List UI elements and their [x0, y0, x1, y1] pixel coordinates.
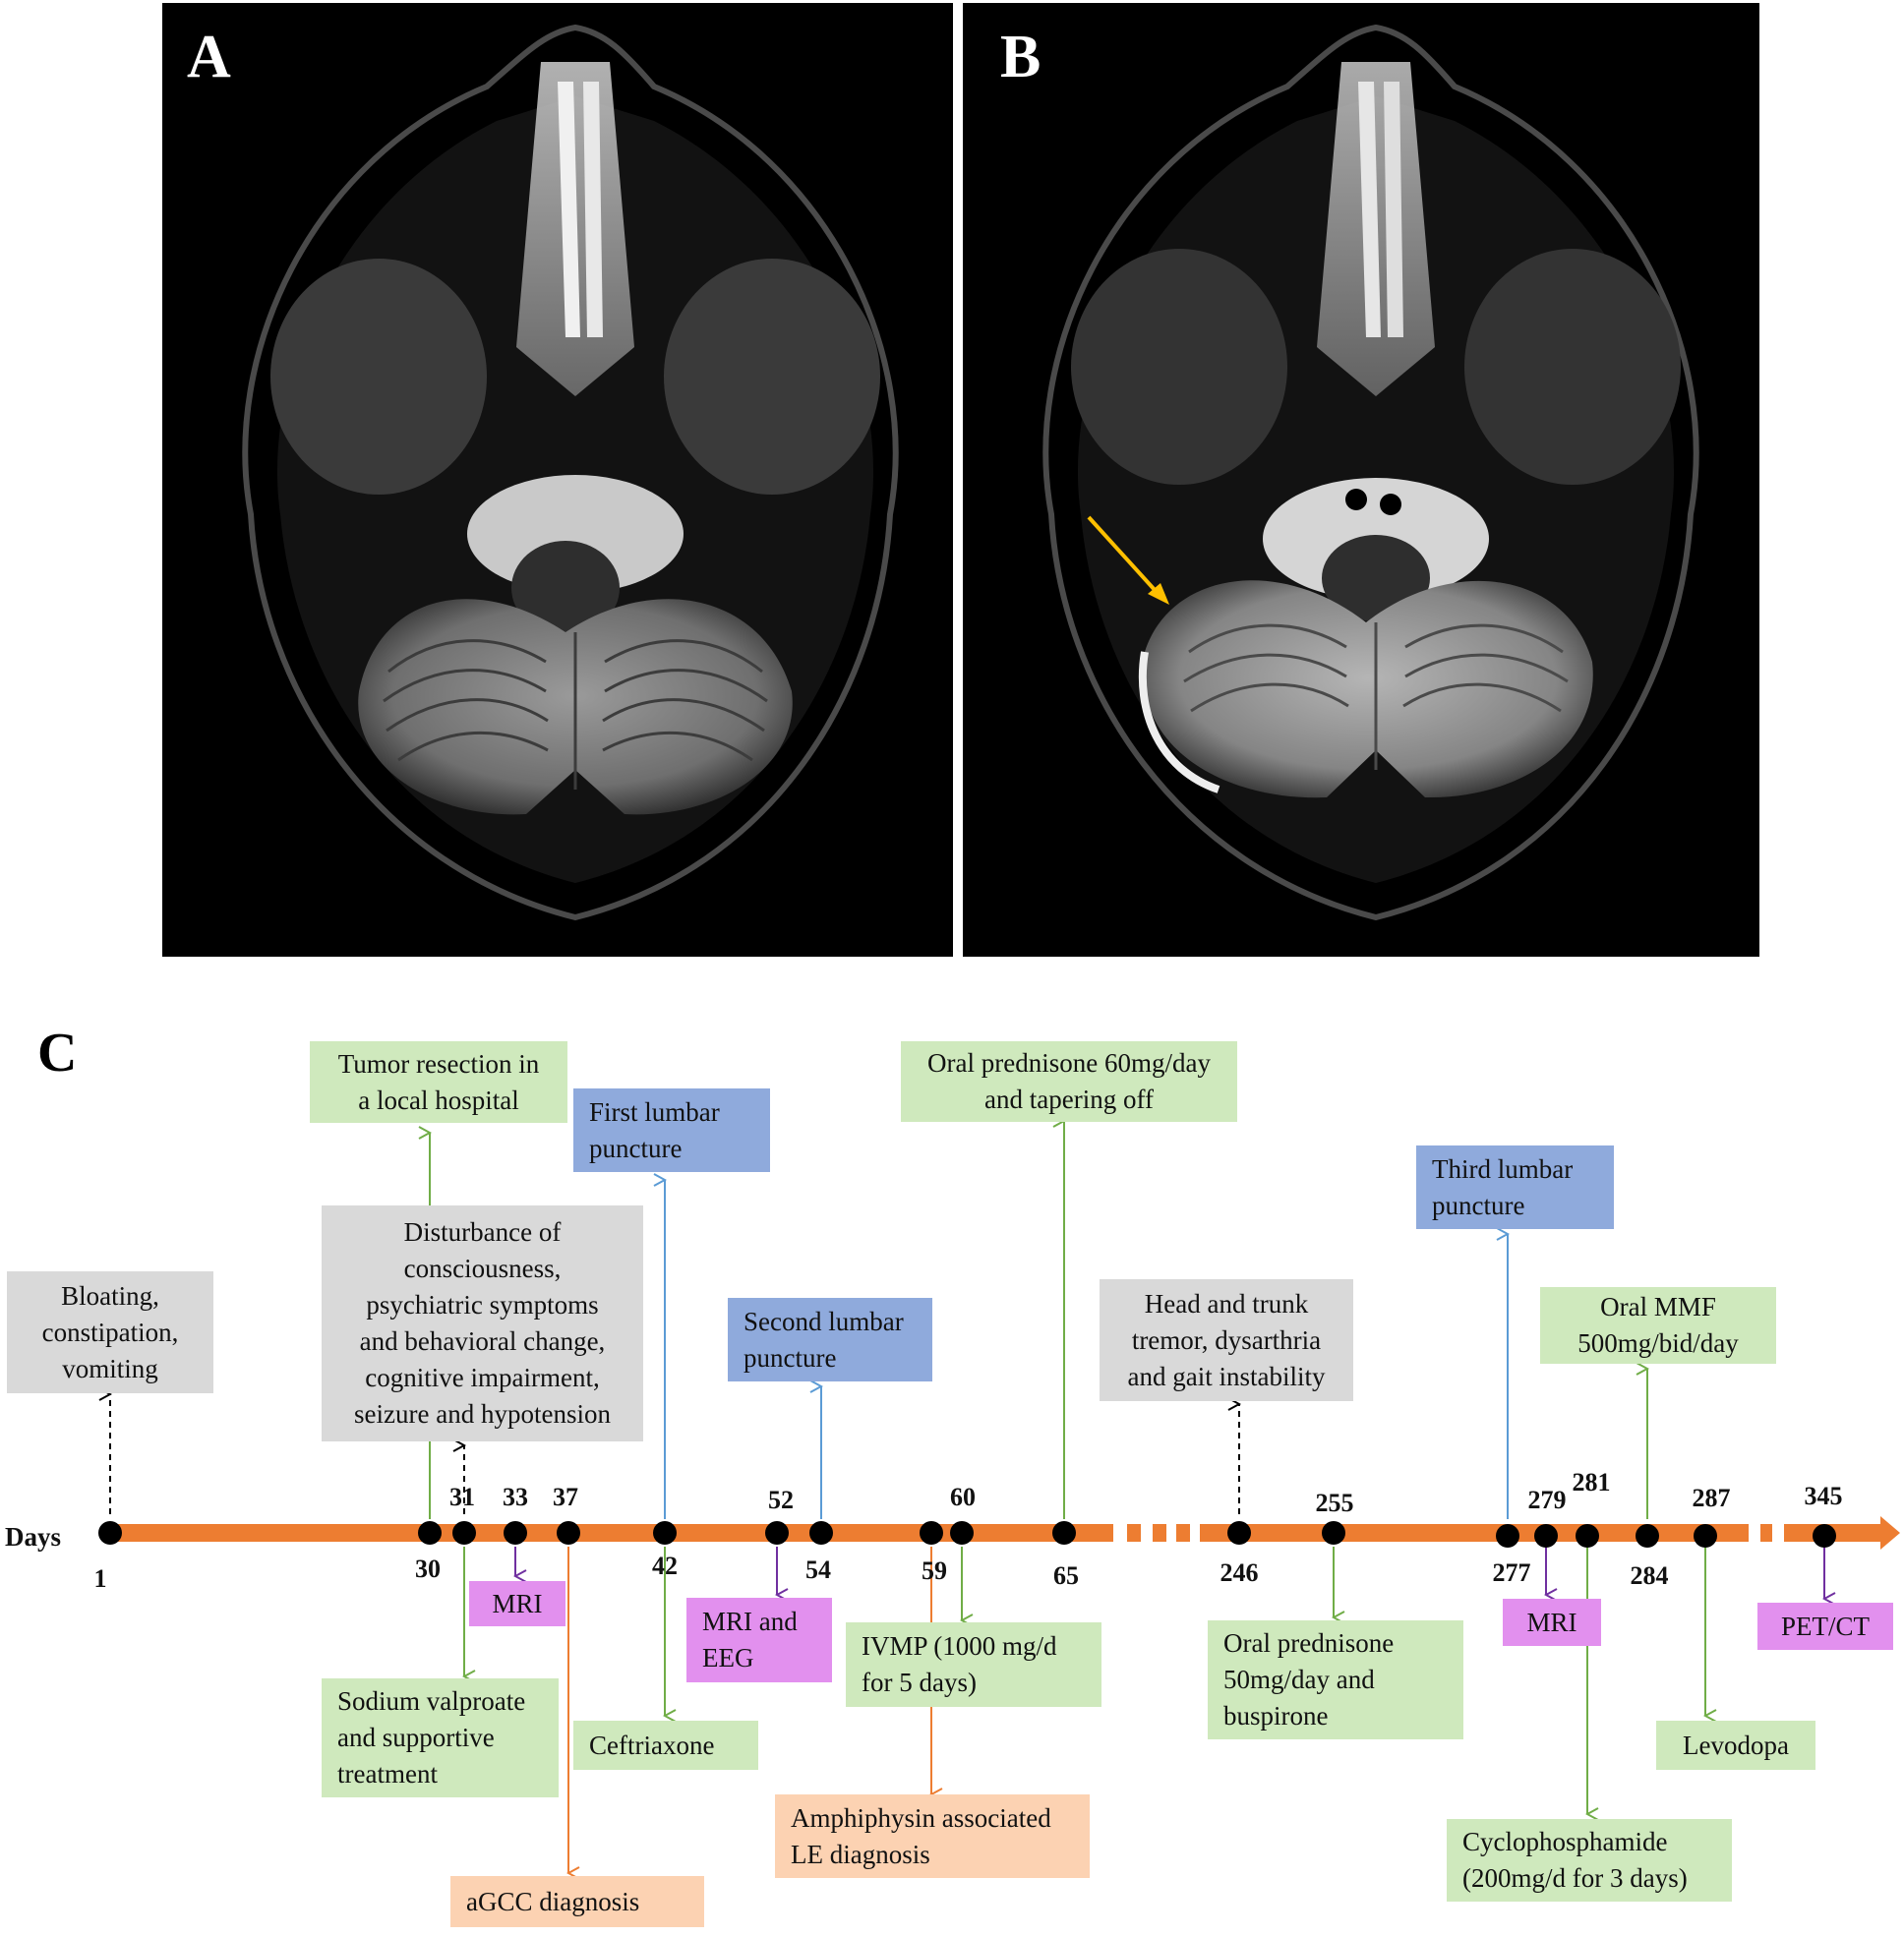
event-bloating: Bloating, constipation, vomiting — [7, 1271, 213, 1393]
event-ceftriaxone: Ceftriaxone — [573, 1721, 758, 1770]
day-label-279: 279 — [1527, 1486, 1567, 1514]
day-label-246: 246 — [1220, 1558, 1259, 1587]
day-label-54: 54 — [805, 1555, 831, 1584]
event-ivmp: IVMP (1000 mg/d for 5 days) — [846, 1622, 1101, 1707]
day-label-42: 42 — [652, 1552, 678, 1580]
event-agcc-diagnosis: aGCC diagnosis — [450, 1876, 704, 1927]
day-label-37: 37 — [553, 1483, 578, 1511]
day-label-33: 33 — [503, 1483, 528, 1511]
event-second-lumbar-puncture: Second lumbar puncture — [728, 1298, 932, 1381]
mri-image-b — [1042, 24, 1699, 921]
event-disturbance: Disturbance of consciousness, psychiatri… — [322, 1205, 643, 1441]
event-pet-ct: PET/CT — [1757, 1603, 1893, 1650]
event-levodopa: Levodopa — [1656, 1721, 1815, 1770]
day-label-30: 30 — [415, 1555, 441, 1583]
day-label-52: 52 — [768, 1486, 794, 1514]
event-amphiphysin-diagnosis: Amphiphysin associated LE diagnosis — [775, 1794, 1090, 1878]
mri-image-a — [242, 24, 899, 921]
event-oral-mmf: Oral MMF 500mg/bid/day — [1540, 1287, 1776, 1364]
panel-c-label: C — [37, 1023, 78, 1084]
event-sodium-valproate: Sodium valproate and supportive treatmen… — [322, 1678, 559, 1797]
day-dots — [98, 1521, 1836, 1548]
day-label-284: 284 — [1630, 1561, 1669, 1590]
event-cyclophosphamide: Cyclophosphamide (200mg/d for 3 days) — [1447, 1819, 1732, 1902]
day-label-281: 281 — [1572, 1468, 1611, 1497]
lesion-arrow — [1087, 515, 1169, 605]
event-oral-prednisone-60: Oral prednisone 60mg/day and tapering of… — [901, 1041, 1237, 1122]
event-tremor: Head and trunk tremor, dysarthria and ga… — [1100, 1279, 1353, 1401]
day-label-59: 59 — [922, 1556, 947, 1585]
day-label-31: 31 — [449, 1483, 475, 1511]
day-label-65: 65 — [1053, 1561, 1079, 1590]
timeline-axis — [110, 1516, 1900, 1550]
day-label-277: 277 — [1492, 1558, 1531, 1587]
event-third-lumbar-puncture: Third lumbar puncture — [1416, 1145, 1614, 1229]
days-axis-label: Days — [5, 1522, 62, 1552]
event-tumor-resection: Tumor resection in a local hospital — [310, 1041, 567, 1123]
day-label-345: 345 — [1804, 1482, 1843, 1510]
day-label-255: 255 — [1315, 1489, 1354, 1517]
mri-panel-a: A — [162, 3, 953, 957]
event-mri-33: MRI — [469, 1581, 565, 1626]
panel-a-label: A — [187, 24, 231, 90]
event-mri-279: MRI — [1503, 1599, 1601, 1646]
event-oral-prednisone-50: Oral prednisone 50mg/day and buspirone — [1208, 1620, 1463, 1739]
event-mri-eeg-52: MRI and EEG — [686, 1598, 832, 1682]
event-first-lumbar-puncture: First lumbar puncture — [573, 1088, 770, 1172]
panel-b-label: B — [1000, 24, 1041, 90]
day-label-1: 1 — [93, 1564, 107, 1593]
mri-panel-b: B — [963, 3, 1759, 957]
day-label-60: 60 — [950, 1483, 976, 1511]
day-label-287: 287 — [1692, 1484, 1731, 1512]
